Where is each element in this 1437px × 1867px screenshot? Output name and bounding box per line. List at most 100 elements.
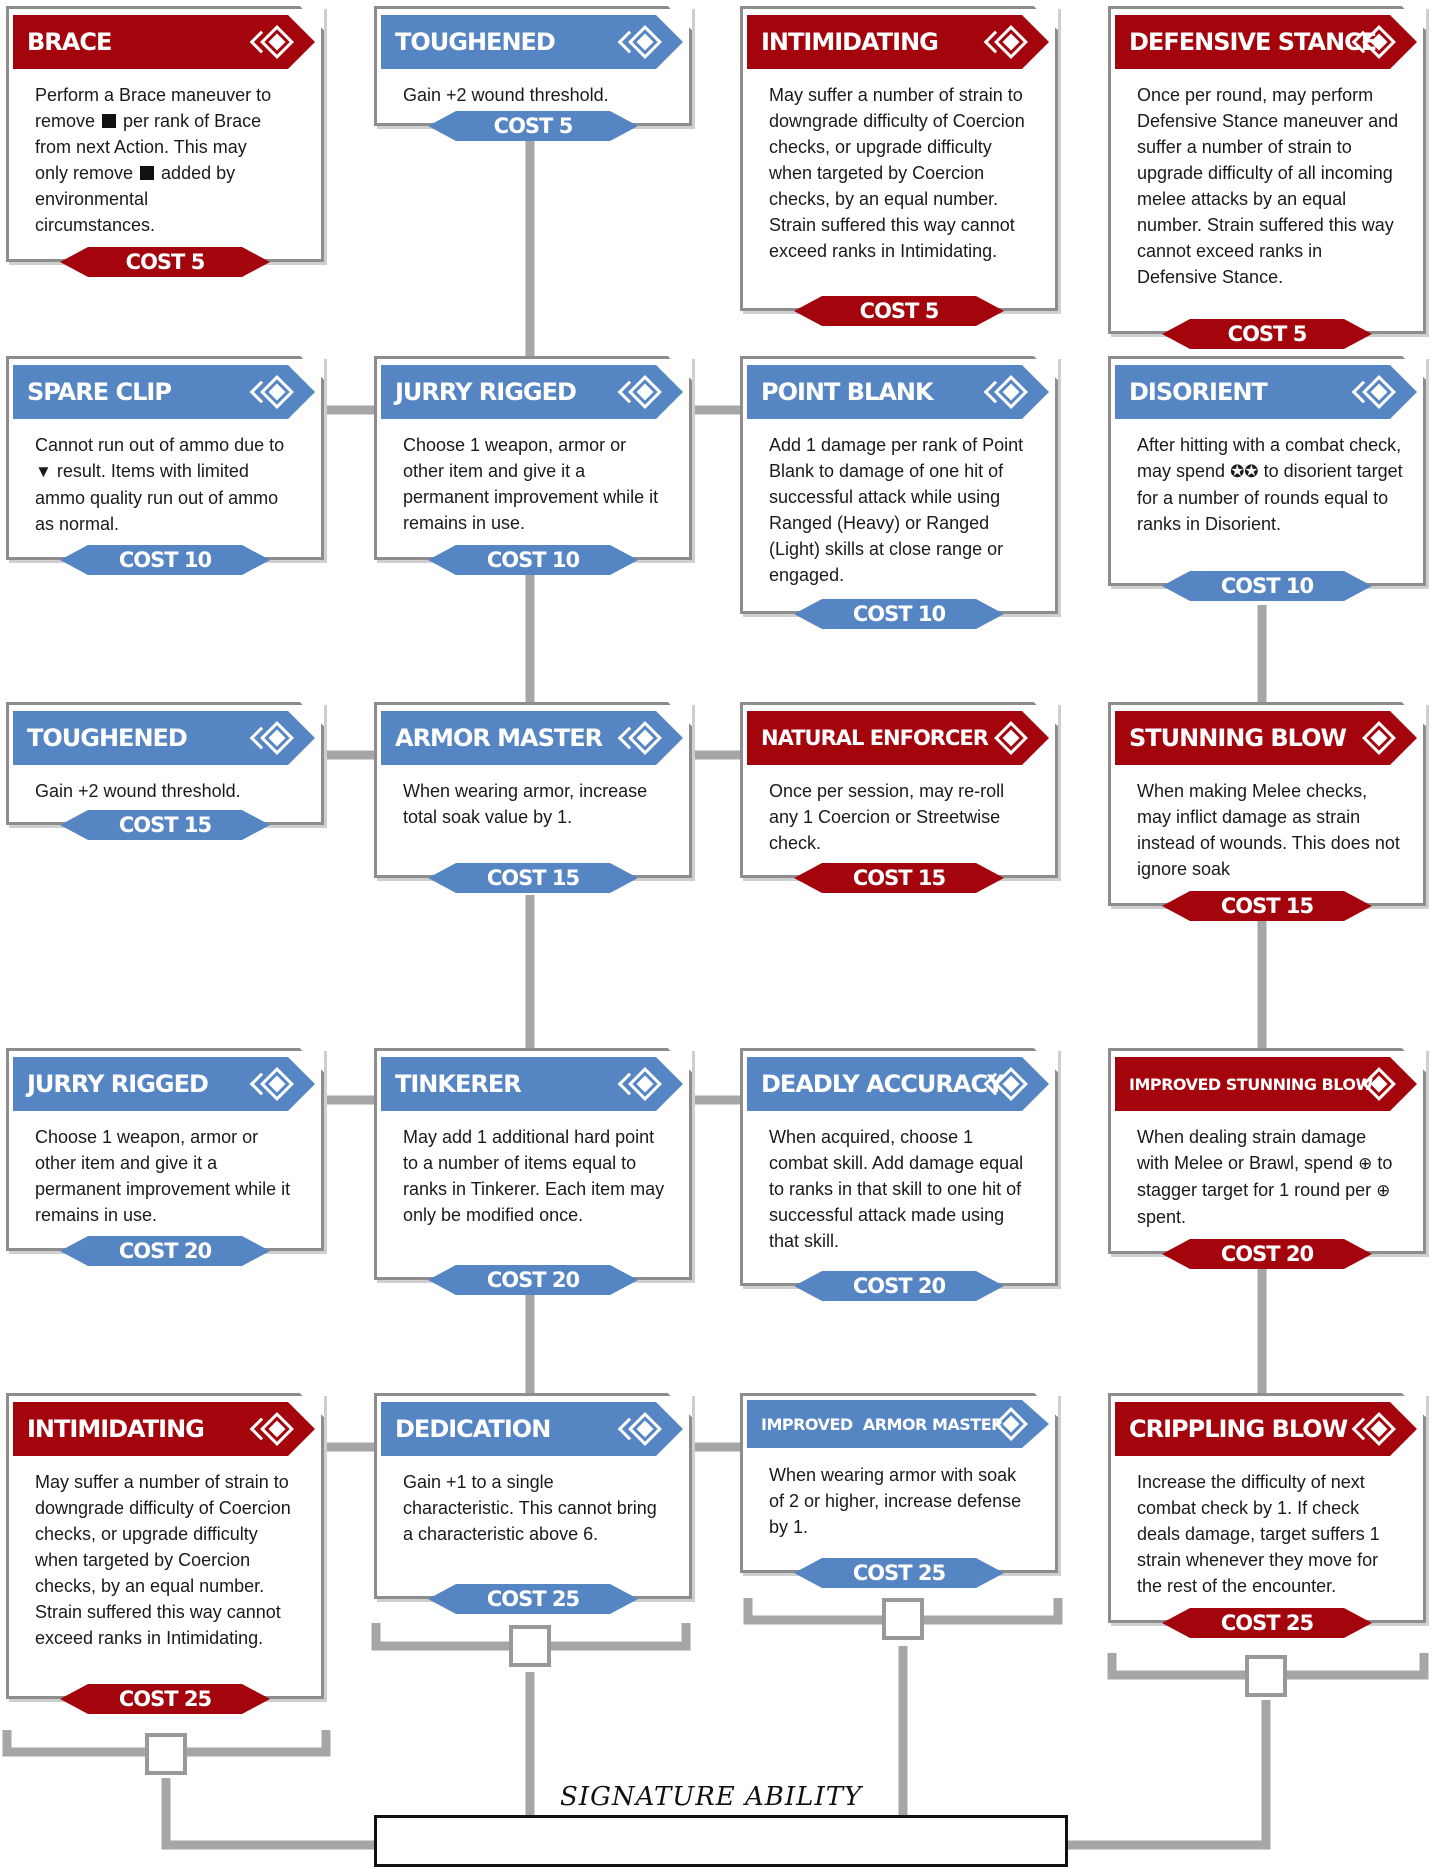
talent-title-band: Intimidating: [13, 1402, 315, 1456]
diamond-icon: [1362, 1412, 1396, 1446]
talent-cost: COST 15: [1162, 891, 1372, 921]
talent-title: Dedication: [395, 1415, 551, 1443]
card-corner: [1402, 702, 1426, 726]
talent-description: Cannot run out of ammo due to ▼ result. …: [35, 435, 285, 534]
talent-description: When dealing strain damage with Melee or…: [1137, 1127, 1393, 1227]
talent-cost: COST 10: [60, 545, 270, 575]
talent-title-band: Tinkerer: [381, 1057, 683, 1111]
diamond-icon: [260, 721, 294, 755]
talent-card-improved-armor-master[interactable]: Improved Armor Master When wearing armor…: [740, 1393, 1058, 1573]
talent-card-crippling-blow[interactable]: Crippling Blow Increase the difficulty o…: [1108, 1393, 1426, 1623]
talent-description: Once per session, may re-roll any 1 Coer…: [769, 781, 1005, 853]
talent-cost: COST 5: [1162, 319, 1372, 349]
talent-card-natural-enforcer[interactable]: Natural Enforcer Once per session, may r…: [740, 702, 1058, 878]
talent-title: Armor Master: [395, 724, 603, 752]
talent-card-tinkerer[interactable]: Tinkerer May add 1 additional hard point…: [374, 1048, 692, 1280]
diamond-icon: [628, 1067, 662, 1101]
talent-card-spare-clip[interactable]: Spare Clip Cannot run out of ammo due to…: [6, 356, 324, 560]
talent-description: Once per round, may perform Defensive St…: [1137, 85, 1399, 287]
talent-description: Gain +2 wound threshold.: [35, 781, 241, 801]
talent-cost: COST 25: [1162, 1608, 1372, 1638]
talent-title-band: Point Blank: [747, 365, 1049, 419]
talent-card-defensive-stance[interactable]: Defensive Stance Once per round, may per…: [1108, 6, 1426, 334]
talent-card-dedication[interactable]: Dedication Gain +1 to a single character…: [374, 1393, 692, 1599]
talent-cost: COST 5: [60, 247, 270, 277]
talent-card-toughened[interactable]: Toughened Gain +2 wound threshold. COST …: [374, 6, 692, 126]
talent-title-band: Toughened: [13, 711, 315, 765]
talent-cost: COST 5: [794, 296, 1004, 326]
threat-symbol-icon: ⊕: [1376, 1181, 1391, 1200]
talent-title: Toughened: [27, 724, 187, 752]
talent-title-band: Disorient: [1115, 365, 1417, 419]
talent-card-toughened-2[interactable]: Toughened Gain +2 wound threshold. COST …: [6, 702, 324, 825]
talent-cost: COST 15: [794, 863, 1004, 893]
talent-card-brace[interactable]: Brace Perform a Brace maneuver to remove…: [6, 6, 324, 262]
diamond-icon: [628, 25, 662, 59]
talent-description: May add 1 additional hard point to a num…: [403, 1127, 665, 1225]
talent-card-armor-master[interactable]: Armor Master When wearing armor, increas…: [374, 702, 692, 878]
talent-title: Jurry Rigged: [27, 1070, 208, 1098]
card-corner: [668, 1393, 692, 1417]
talent-title: Point Blank: [761, 378, 933, 406]
talent-cost: COST 15: [60, 810, 270, 840]
signature-ability-box[interactable]: [374, 1815, 1068, 1867]
threat-symbol-icon: ⊕: [1358, 1154, 1373, 1173]
talent-card-jurry-rigged-2[interactable]: Jurry Rigged Choose 1 weapon, armor or o…: [6, 1048, 324, 1251]
talent-title-band: Improved Stunning Blow: [1115, 1057, 1417, 1111]
talent-title-band: Defensive Stance: [1115, 15, 1417, 69]
card-corner: [300, 702, 324, 726]
diamond-icon: [628, 721, 662, 755]
card-corner: [1034, 6, 1058, 30]
talent-card-intimidating-2[interactable]: Intimidating May suffer a number of stra…: [6, 1393, 324, 1699]
diamond-icon: [260, 25, 294, 59]
talent-description: When acquired, choose 1 combat skill. Ad…: [769, 1127, 1024, 1251]
talent-title: Disorient: [1129, 378, 1267, 406]
card-corner: [668, 1048, 692, 1072]
talent-title: Improved Armor Master: [761, 1414, 1003, 1434]
talent-description: Gain +2 wound threshold.: [403, 85, 609, 105]
diamond-icon: [1362, 721, 1396, 755]
signature-ability-title: SIGNATURE ABILITY: [560, 1782, 863, 1812]
talent-description: May suffer a number of strain to downgra…: [35, 1472, 291, 1648]
talent-card-stunning-blow[interactable]: Stunning Blow When making Melee checks, …: [1108, 702, 1426, 906]
card-corner: [1402, 356, 1426, 380]
talent-description: Add 1 damage per rank of Point Blank to …: [769, 435, 1024, 585]
card-corner: [1034, 1393, 1058, 1417]
talent-card-deadly-accuracy[interactable]: Deadly Accuracy When acquired, choose 1 …: [740, 1048, 1058, 1286]
talent-cost: COST 5: [428, 111, 638, 141]
diamond-icon: [994, 375, 1028, 409]
talent-cost: COST 20: [1162, 1239, 1372, 1269]
talent-title-band: Natural Enforcer: [747, 711, 1049, 765]
talent-title-band: Armor Master: [381, 711, 683, 765]
diamond-icon: [994, 25, 1028, 59]
talent-title: Natural Enforcer: [761, 726, 988, 750]
talent-card-jurry-rigged[interactable]: Jurry Rigged Choose 1 weapon, armor or o…: [374, 356, 692, 560]
talent-title-band: Jurry Rigged: [381, 365, 683, 419]
talent-cost: COST 15: [428, 863, 638, 893]
diamond-icon: [628, 375, 662, 409]
card-corner: [300, 1393, 324, 1417]
diamond-icon: [994, 721, 1028, 755]
talent-cost: COST 10: [428, 545, 638, 575]
talent-card-intimidating[interactable]: Intimidating May suffer a number of stra…: [740, 6, 1058, 311]
diamond-icon: [994, 1407, 1028, 1441]
talent-title: Stunning Blow: [1129, 724, 1346, 752]
talent-cost: COST 20: [428, 1265, 638, 1295]
bracket-node-col2: [509, 1625, 551, 1667]
talent-title: Intimidating: [27, 1415, 204, 1443]
talent-title-band: Spare Clip: [13, 365, 315, 419]
card-corner: [300, 6, 324, 30]
advantage-symbol-icon: ✪✪: [1230, 462, 1259, 481]
talent-title-band: Toughened: [381, 15, 683, 69]
card-corner: [1034, 356, 1058, 380]
talent-card-point-blank[interactable]: Point Blank Add 1 damage per rank of Poi…: [740, 356, 1058, 614]
talent-title-band: Intimidating: [747, 15, 1049, 69]
diamond-icon: [1362, 375, 1396, 409]
talent-description: May suffer a number of strain to downgra…: [769, 85, 1025, 261]
card-corner: [668, 702, 692, 726]
talent-card-disorient[interactable]: Disorient After hitting with a combat ch…: [1108, 356, 1426, 586]
talent-cost: COST 20: [60, 1236, 270, 1266]
talent-title-band: Deadly Accuracy: [747, 1057, 1049, 1111]
talent-title-band: Crippling Blow: [1115, 1402, 1417, 1456]
talent-card-improved-stunning-blow[interactable]: Improved Stunning Blow When dealing stra…: [1108, 1048, 1426, 1254]
